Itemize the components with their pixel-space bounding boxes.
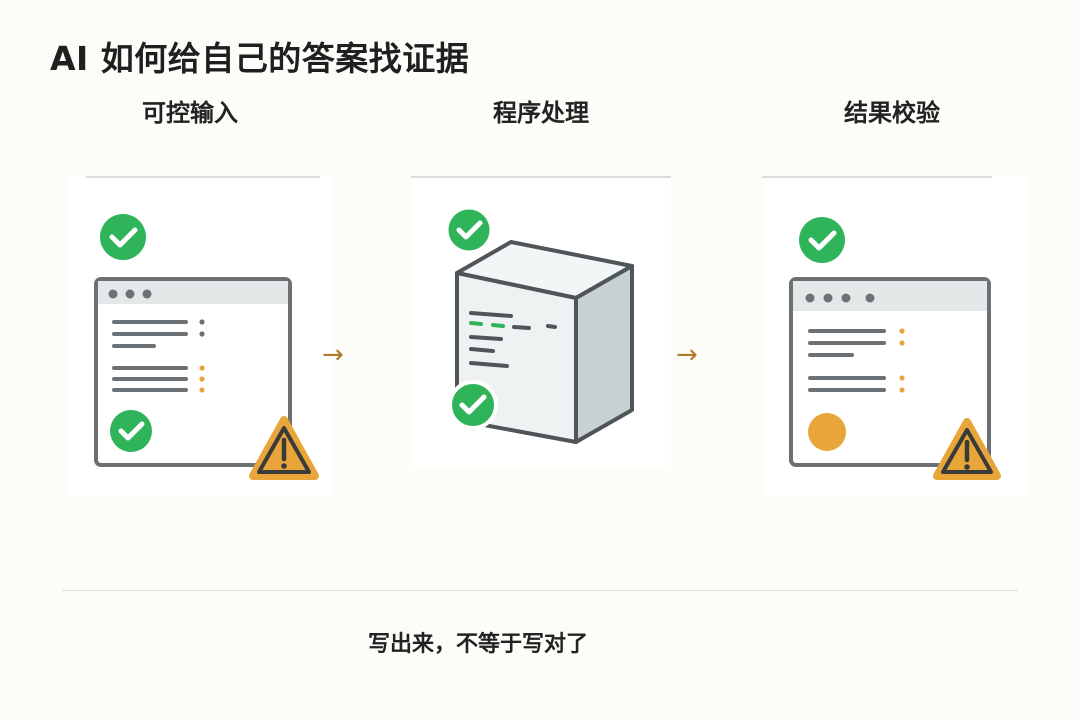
- pending-dot-icon: [808, 413, 846, 451]
- step-label-controlled-input: 可控输入: [142, 99, 238, 127]
- page-title: AI 如何给自己的答案找证据: [50, 39, 470, 78]
- check-circle-icon: [445, 206, 493, 254]
- panel-result-verification: [762, 176, 1028, 496]
- check-circle-icon: [448, 380, 498, 430]
- panel-program-processing: [411, 176, 671, 466]
- caption-text: 写出来，不等于写对了: [367, 632, 589, 657]
- panel-controlled-input: [66, 176, 334, 496]
- step-label-result-verification: 结果校验: [844, 99, 940, 127]
- flow-arrow-1: →: [322, 340, 344, 370]
- warning-triangle-icon: [933, 418, 1001, 480]
- panel-divider: [762, 176, 992, 178]
- flow-arrow-2: →: [676, 340, 698, 370]
- caption-divider: [62, 590, 1018, 591]
- verification-illustration: [789, 217, 1001, 480]
- panel-divider: [411, 176, 671, 178]
- panel-divider: [86, 176, 320, 178]
- processing-illustration: [445, 206, 634, 444]
- input-illustration: [94, 214, 319, 480]
- warning-triangle-icon: [249, 416, 319, 480]
- check-circle-icon: [100, 214, 146, 260]
- check-circle-icon: [110, 410, 152, 452]
- browser-window-icon: [789, 277, 991, 467]
- check-circle-icon: [799, 217, 845, 263]
- step-label-program-processing: 程序处理: [493, 99, 589, 127]
